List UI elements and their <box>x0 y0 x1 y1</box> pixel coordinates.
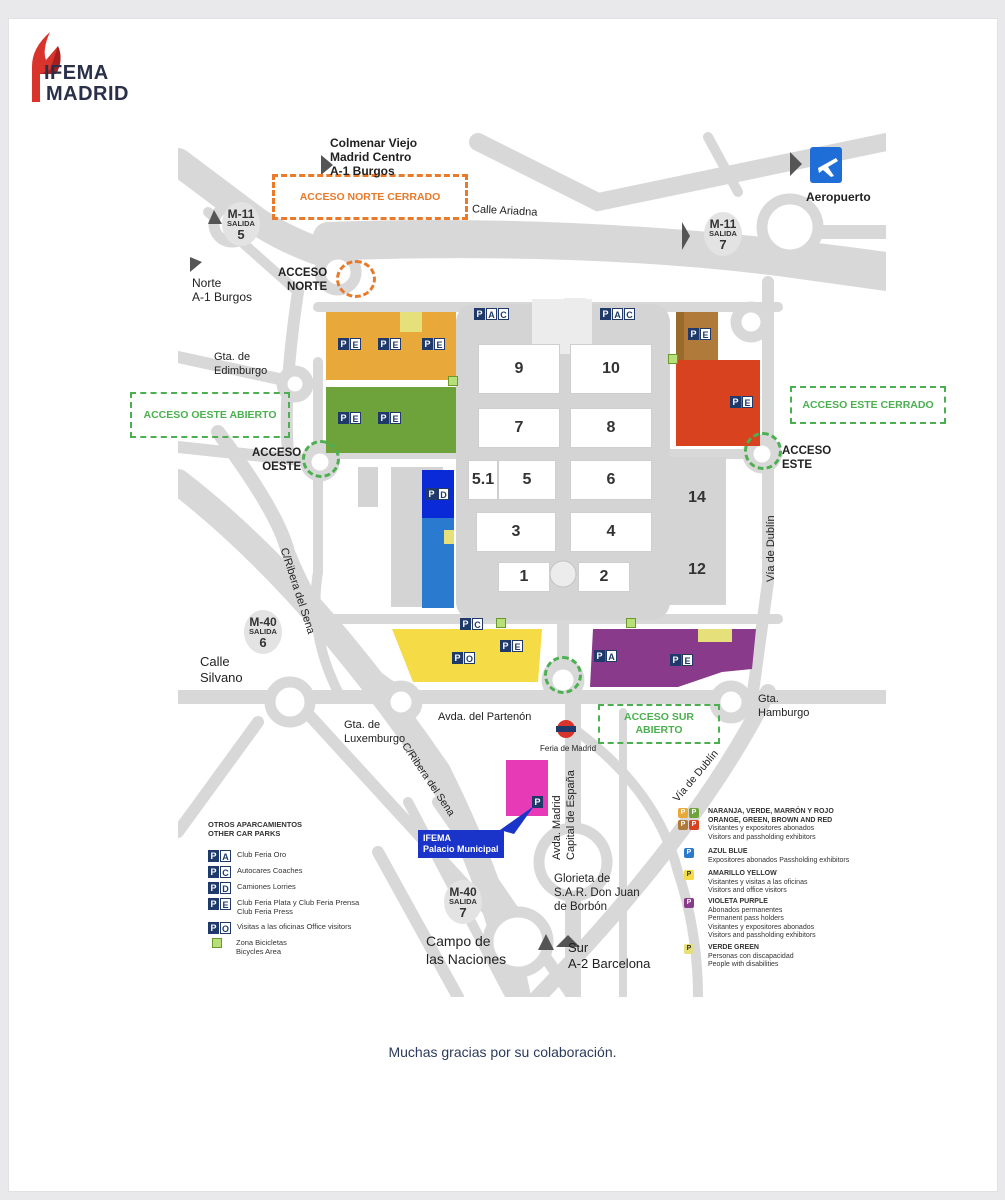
map-roads <box>178 132 886 997</box>
bicycle-area-icon <box>448 376 458 386</box>
hall-8[interactable]: 8 <box>570 408 652 448</box>
flame-icon <box>32 32 61 102</box>
ifema-logo: IFEMA MADRID <box>28 30 148 105</box>
access-north-closed: ACCESO NORTE CERRADO <box>272 174 468 220</box>
logo-line-1: IFEMA <box>44 62 109 84</box>
hall-7[interactable]: 7 <box>478 408 560 448</box>
hall-9[interactable]: 9 <box>478 344 560 394</box>
hall-4[interactable]: 4 <box>570 512 652 552</box>
logo-line-2: MADRID <box>46 83 129 105</box>
bicycle-area-icon <box>668 354 678 364</box>
access-south-marker <box>544 656 582 694</box>
palacio-pointer <box>500 806 534 834</box>
hall-14[interactable]: 14 <box>688 489 706 506</box>
access-north-marker <box>336 260 376 298</box>
thanks-message: Muchas gracias por su colaboración. <box>388 1044 617 1060</box>
bicycle-area-icon <box>626 618 636 628</box>
hall-5[interactable]: 5 <box>498 460 556 500</box>
access-east-closed: ACCESO ESTE CERRADO <box>790 386 946 424</box>
hall-12[interactable]: 12 <box>688 561 706 578</box>
label-feria-madrid: Feria de Madrid <box>540 744 597 753</box>
label-aeropuerto: Aeropuerto <box>806 190 871 204</box>
label-avda-partenon: Avda. del Partenón <box>438 711 532 723</box>
access-west-open: ACCESO OESTE ABIERTO <box>130 392 290 438</box>
hall-1[interactable]: 1 <box>498 562 550 592</box>
bicycle-area-icon <box>212 938 222 948</box>
hall-10[interactable]: 10 <box>570 344 652 394</box>
access-east-marker <box>744 432 782 470</box>
hall-5-1[interactable]: 5.1 <box>468 460 498 500</box>
bicycle-area-icon <box>496 618 506 628</box>
hall-2[interactable]: 2 <box>578 562 630 592</box>
label-gta-hamburgo: Gta.Hamburgo <box>758 693 810 719</box>
hall-6[interactable]: 6 <box>570 460 652 500</box>
hall-3[interactable]: 3 <box>476 512 556 552</box>
label-via-dublin: Vía de Dublín <box>765 515 777 582</box>
parking-sign-p: P <box>532 796 543 808</box>
access-west-marker <box>302 440 340 478</box>
